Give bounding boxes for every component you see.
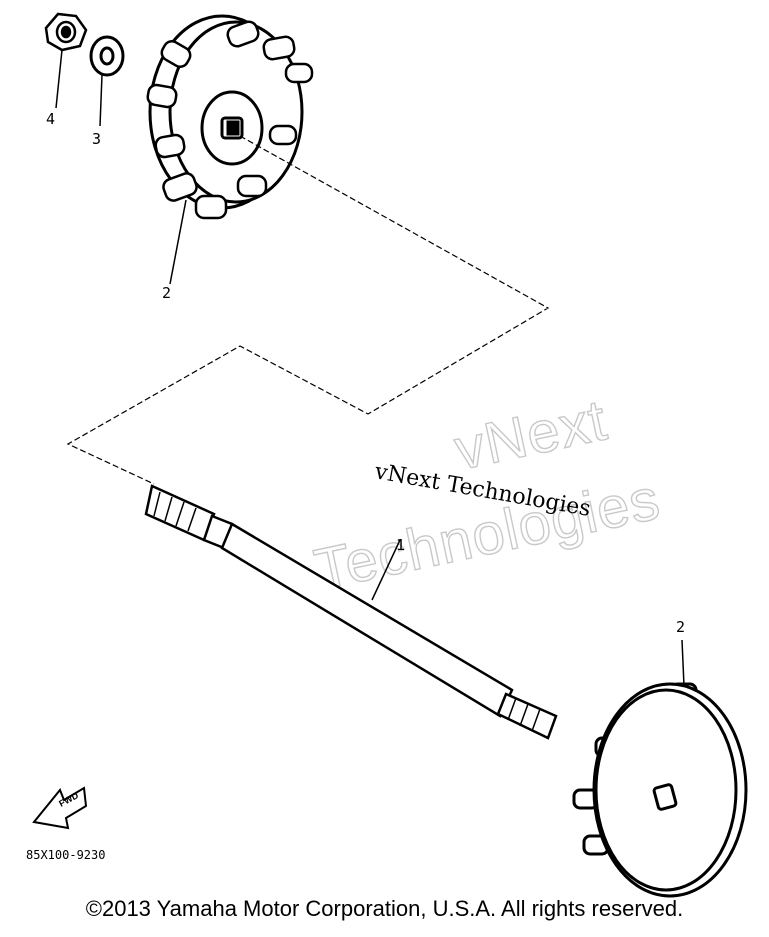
- leader-4: [55, 49, 63, 109]
- part-2-upper-hub: [146, 14, 314, 220]
- alignment-dashed-line: [66, 135, 550, 485]
- leader-2-upper: [169, 199, 187, 285]
- part-2-lower-disc: [572, 682, 748, 898]
- callout-3: 3: [92, 130, 101, 148]
- copyright-notice: ©2013 Yamaha Motor Corporation, U.S.A. A…: [85, 896, 684, 921]
- part-4-nut: [44, 12, 88, 52]
- part-1-shaft: [144, 484, 558, 740]
- fwd-arrow-icon: FWD: [32, 786, 88, 830]
- callout-2-upper: 2: [162, 284, 171, 302]
- callout-2-lower: 2: [676, 618, 685, 636]
- watermark-line-1: vNext: [449, 387, 612, 482]
- leader-1: [371, 539, 401, 601]
- callout-4: 4: [46, 110, 55, 128]
- leader-3: [99, 74, 103, 127]
- part-3-washer: [89, 35, 125, 77]
- diagram-code: 85X100-9230: [26, 848, 105, 862]
- callout-1: 1: [396, 536, 405, 554]
- leader-2-lower: [681, 639, 685, 687]
